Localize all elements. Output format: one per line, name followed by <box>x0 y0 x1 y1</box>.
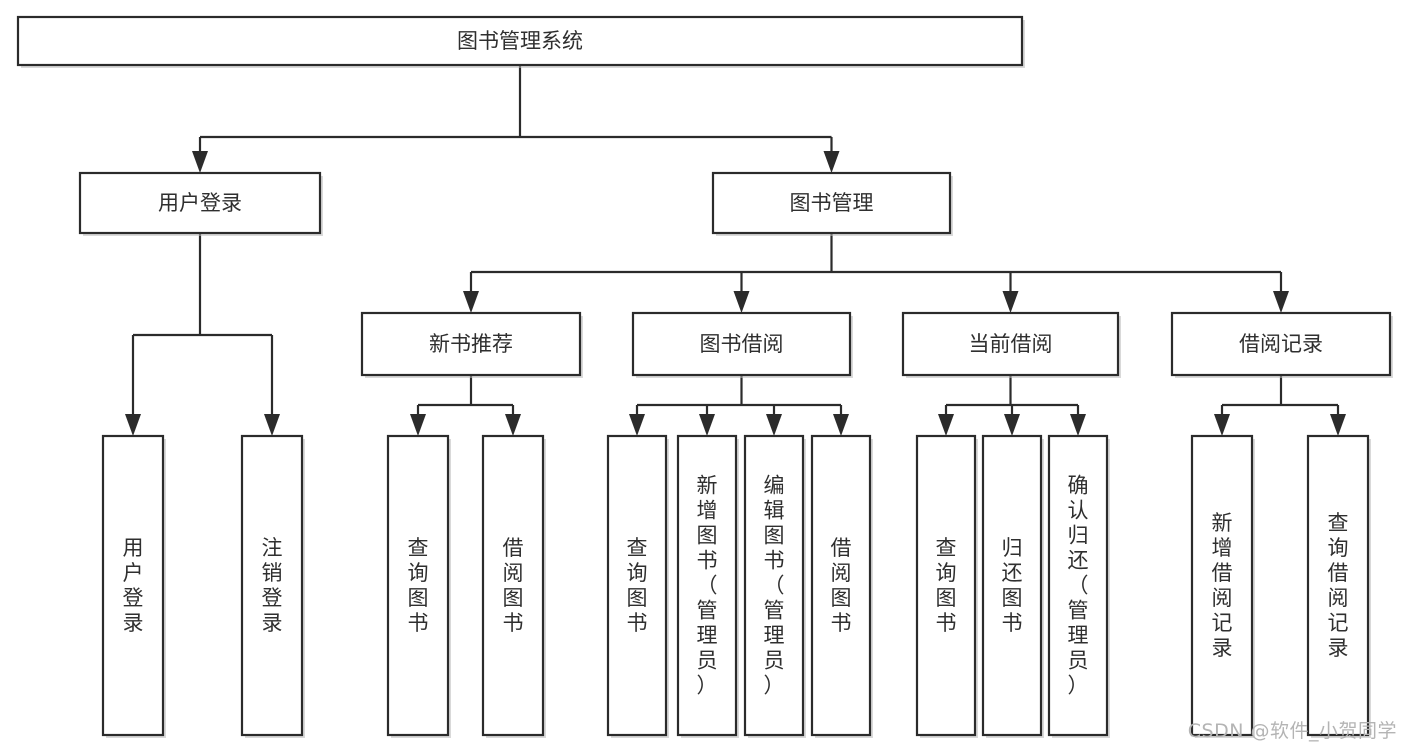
node-l_login_2[interactable]: 注销登录 <box>240 434 305 738</box>
arrow-head-icon <box>833 414 849 436</box>
node-box[interactable] <box>676 434 738 737</box>
node-label: 确认归还（管理员） <box>1068 474 1089 698</box>
node-label: 当前借阅 <box>969 332 1053 356</box>
node-label: 新增借阅记录 <box>1212 511 1233 660</box>
arrow-head-icon <box>410 414 426 436</box>
node-n_rec[interactable]: 借阅记录 <box>1170 311 1393 378</box>
arrow-head-icon <box>1214 414 1230 436</box>
node-label: 编辑图书（管理员） <box>764 474 785 698</box>
arrow-head-icon <box>1273 291 1289 313</box>
arrow-head-icon <box>505 414 521 436</box>
node-l_cur_3[interactable]: 确认归还（管理员） <box>1047 434 1110 738</box>
node-label: 借阅记录 <box>1239 332 1323 356</box>
node-label: 查询图书 <box>408 536 429 635</box>
arrow-head-icon <box>264 414 280 436</box>
node-box[interactable] <box>481 434 545 737</box>
arrow-head-icon <box>463 291 479 313</box>
arrow-head-icon <box>125 414 141 436</box>
node-box[interactable] <box>101 434 165 737</box>
edge-group-n_rec <box>1214 375 1346 436</box>
arrow-head-icon <box>1330 414 1346 436</box>
node-label: 图书管理系统 <box>457 29 583 53</box>
node-label: 图书借阅 <box>700 332 784 356</box>
node-box[interactable] <box>1190 434 1254 737</box>
node-l_cur_2[interactable]: 归还图书 <box>981 434 1044 738</box>
node-n_new[interactable]: 新书推荐 <box>360 311 583 378</box>
node-l_new_2[interactable]: 借阅图书 <box>481 434 546 738</box>
node-label: 新书推荐 <box>429 332 513 356</box>
edge-group-n_login <box>125 233 280 436</box>
node-label: 借阅图书 <box>831 536 852 635</box>
arrow-head-icon <box>1004 414 1020 436</box>
arrow-head-icon <box>823 151 840 173</box>
node-box[interactable] <box>360 311 582 377</box>
node-box[interactable] <box>743 434 805 737</box>
node-label: 查询图书 <box>936 536 957 635</box>
node-n_login[interactable]: 用户登录 <box>78 171 323 236</box>
node-box[interactable] <box>606 434 668 737</box>
arrow-head-icon <box>699 414 715 436</box>
edge-group-n_cur <box>938 375 1086 436</box>
node-l_lend_2[interactable]: 新增图书（管理员） <box>676 434 739 738</box>
node-label: 图书管理 <box>790 191 874 215</box>
node-l_lend_1[interactable]: 查询图书 <box>606 434 669 738</box>
node-label: 查询借阅记录 <box>1328 511 1349 660</box>
node-l_new_1[interactable]: 查询图书 <box>386 434 451 738</box>
node-l_lend_3[interactable]: 编辑图书（管理员） <box>743 434 806 738</box>
arrow-head-icon <box>629 414 645 436</box>
node-l_rec_2[interactable]: 查询借阅记录 <box>1306 434 1371 738</box>
node-label: 借阅图书 <box>503 536 524 635</box>
node-label: 归还图书 <box>1002 536 1023 635</box>
node-root[interactable]: 图书管理系统 <box>16 15 1025 68</box>
node-box[interactable] <box>1047 434 1109 737</box>
edge-group-n_book <box>463 233 1289 313</box>
edges-layer <box>125 65 1346 436</box>
edge-group-root <box>192 65 840 173</box>
node-n_cur[interactable]: 当前借阅 <box>901 311 1121 378</box>
arrow-head-icon <box>192 151 208 173</box>
node-l_rec_1[interactable]: 新增借阅记录 <box>1190 434 1255 738</box>
node-label: 注销登录 <box>262 536 283 635</box>
node-box[interactable] <box>981 434 1043 737</box>
node-box[interactable] <box>1306 434 1370 737</box>
arrow-head-icon <box>1002 291 1019 313</box>
arrow-head-icon <box>766 414 782 436</box>
node-label: 用户登录 <box>158 191 242 215</box>
arrow-head-icon <box>1070 414 1086 436</box>
node-box[interactable] <box>711 171 952 235</box>
arrow-head-icon <box>938 414 954 436</box>
edge-group-n_lend <box>629 375 849 436</box>
node-box[interactable] <box>78 171 322 235</box>
nodes-layer: 图书管理系统用户登录图书管理新书推荐图书借阅当前借阅借阅记录用户登录注销登录查询… <box>16 15 1393 738</box>
node-label: 查询图书 <box>627 536 648 635</box>
node-l_cur_1[interactable]: 查询图书 <box>915 434 978 738</box>
arrow-head-icon <box>733 291 750 313</box>
node-n_book[interactable]: 图书管理 <box>711 171 953 236</box>
node-box[interactable] <box>16 15 1024 67</box>
edge-group-n_new <box>410 375 521 436</box>
node-box[interactable] <box>901 311 1120 377</box>
node-l_lend_4[interactable]: 借阅图书 <box>810 434 873 738</box>
node-box[interactable] <box>631 311 852 377</box>
node-box[interactable] <box>386 434 450 737</box>
node-box[interactable] <box>1170 311 1392 377</box>
node-l_login_1[interactable]: 用户登录 <box>101 434 166 738</box>
node-label: 用户登录 <box>123 536 144 635</box>
node-n_lend[interactable]: 图书借阅 <box>631 311 853 378</box>
node-label: 新增图书（管理员） <box>697 474 718 698</box>
node-box[interactable] <box>915 434 977 737</box>
node-box[interactable] <box>810 434 872 737</box>
node-box[interactable] <box>240 434 304 737</box>
